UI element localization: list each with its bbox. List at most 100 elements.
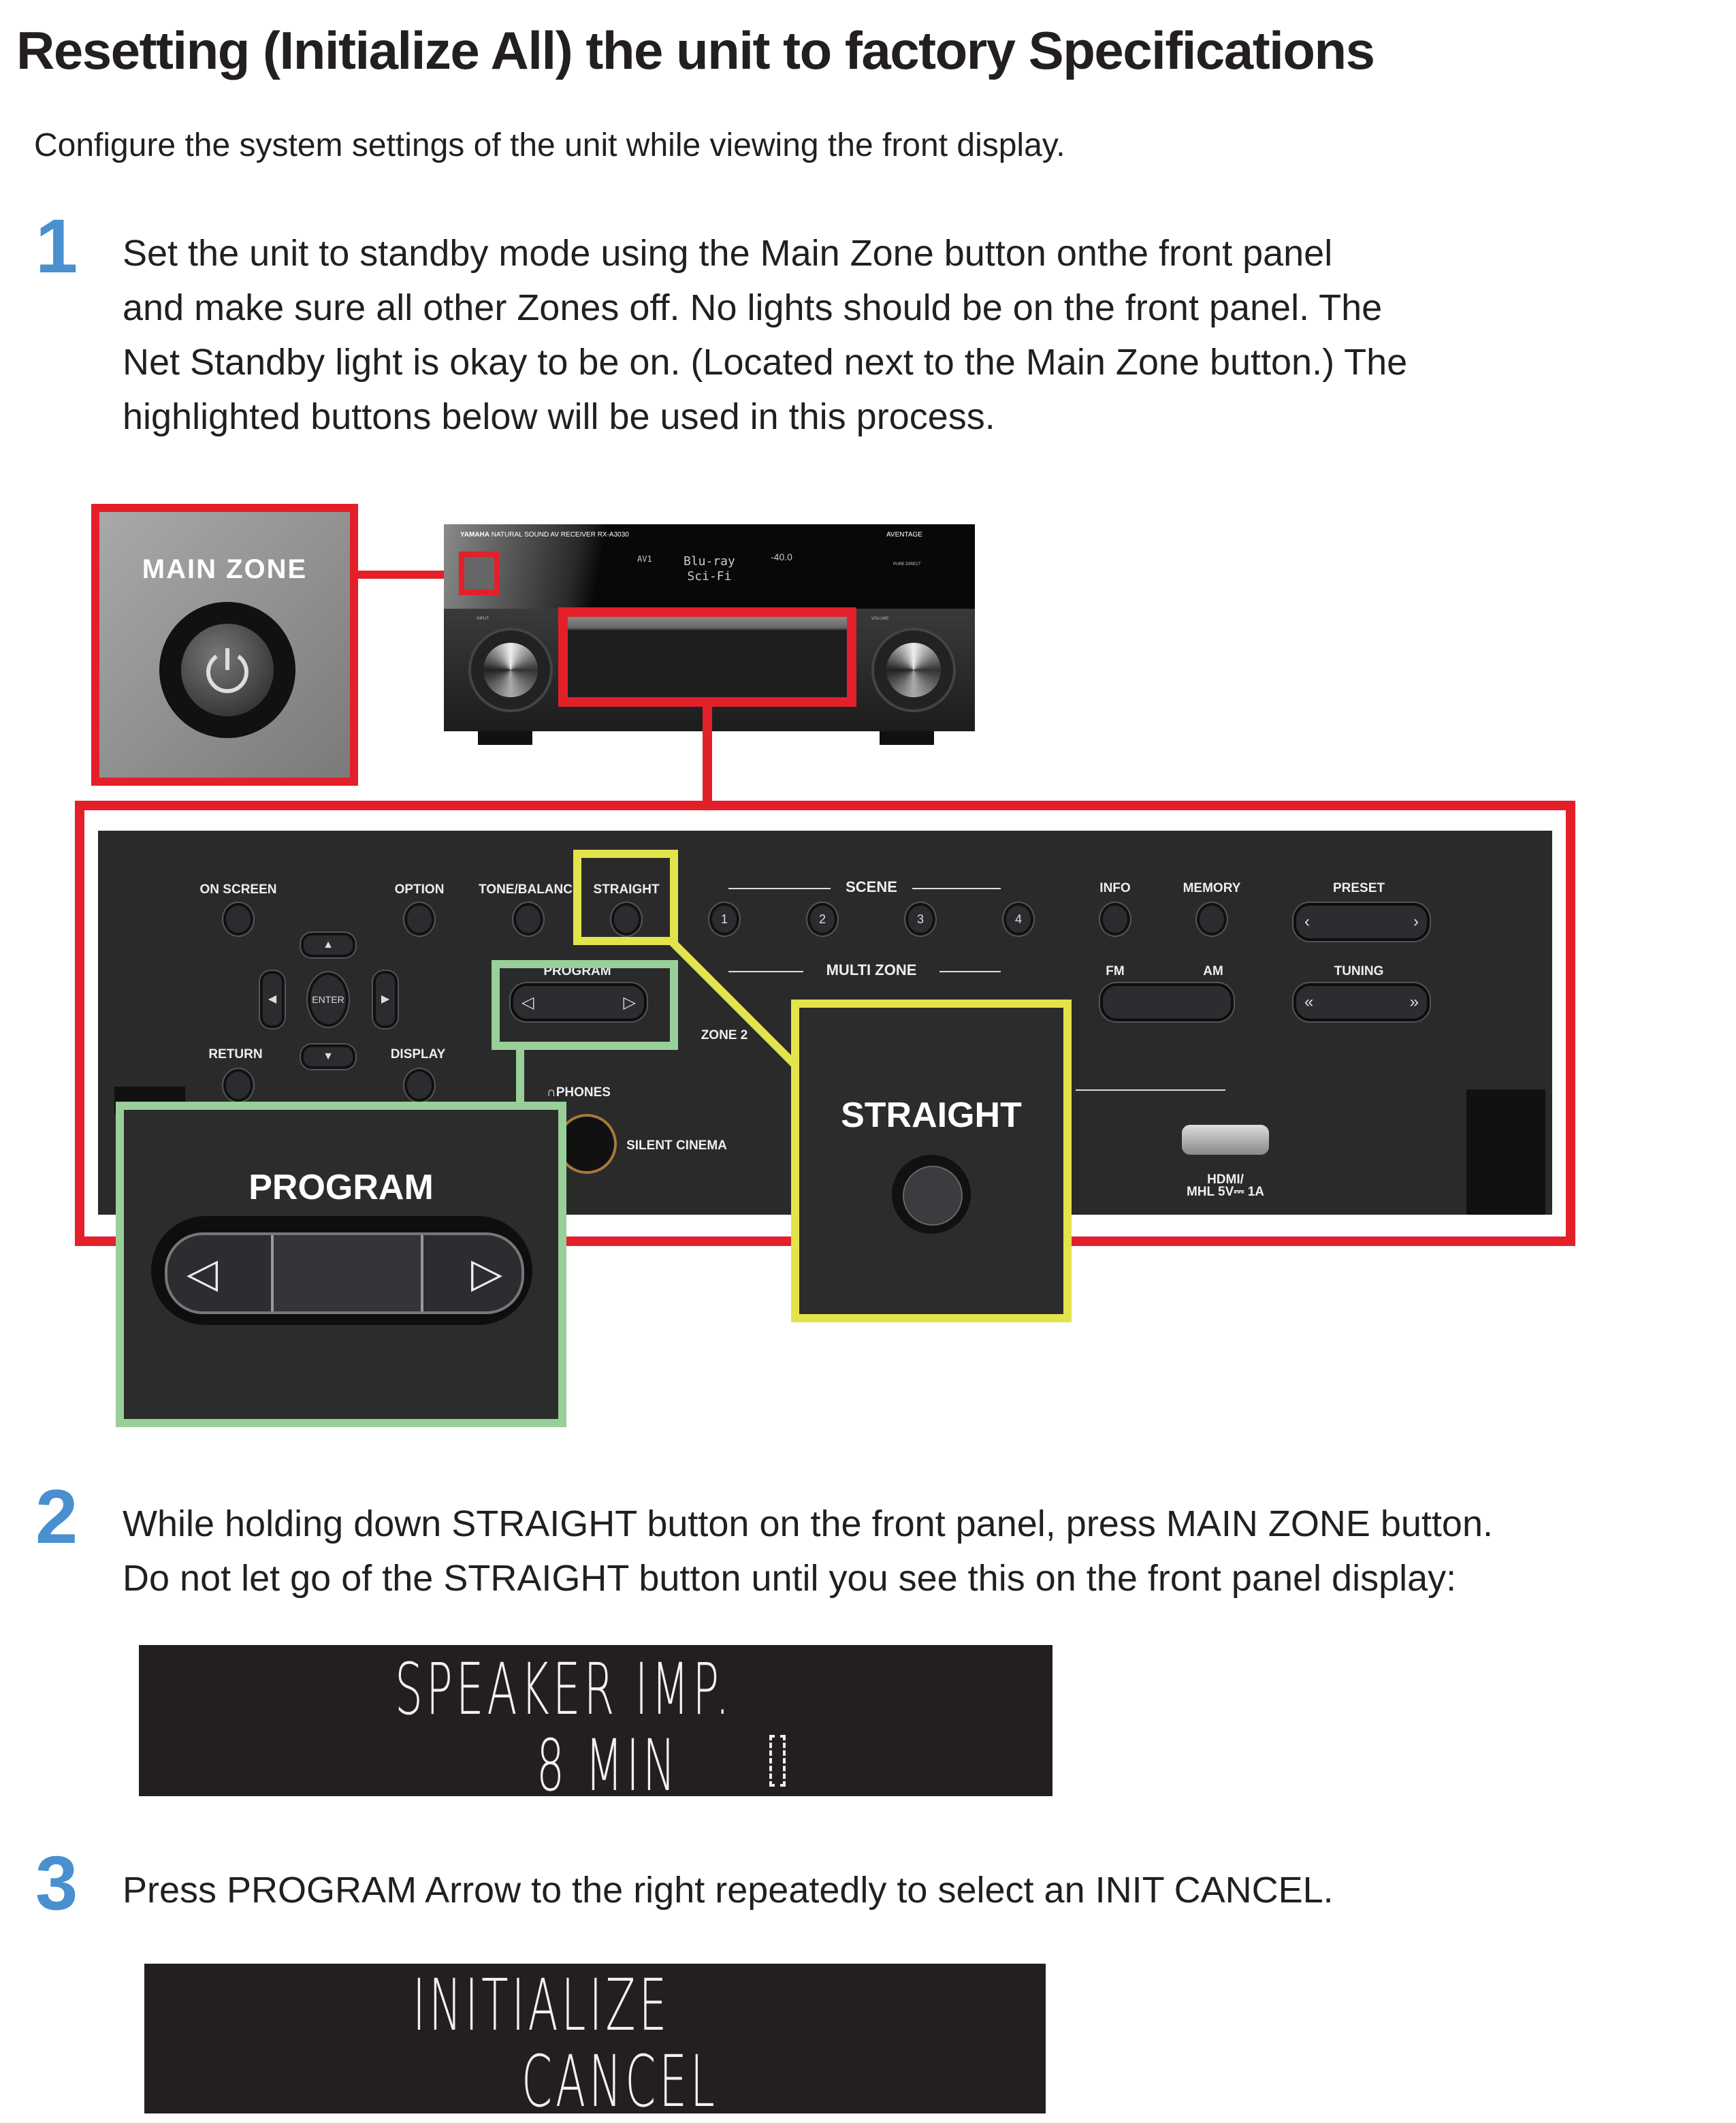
label-on-screen: ON SCREEN bbox=[199, 882, 277, 897]
scene-1-button[interactable]: 1 bbox=[709, 903, 739, 936]
page-title: Resetting (Initialize All) the unit to f… bbox=[16, 20, 1375, 80]
subtitle: Configure the system settings of the uni… bbox=[34, 127, 1065, 163]
series-logo: AVENTAGE bbox=[886, 531, 922, 539]
step-2-text: While holding down STRAIGHT button on th… bbox=[123, 1497, 1716, 1606]
program-rocker[interactable]: ◁▷ bbox=[511, 983, 647, 1021]
straight-button[interactable] bbox=[611, 903, 641, 936]
label-silent-cinema: SILENT CINEMA bbox=[626, 1138, 727, 1153]
chevron-left-icon: ‹ bbox=[1304, 912, 1310, 931]
label-display: DISPLAY bbox=[390, 1047, 446, 1062]
front-display-initialize: INITIALIZE CANCEL bbox=[144, 1964, 1046, 2123]
display-button[interactable] bbox=[404, 1069, 434, 1102]
receiver-foot bbox=[880, 731, 934, 745]
label-info: INFO bbox=[1099, 881, 1131, 895]
display-line-2: CANCEL bbox=[521, 2040, 718, 2123]
volume-knob[interactable] bbox=[871, 628, 956, 712]
fm-am-rocker[interactable] bbox=[1100, 983, 1234, 1021]
panel-edge bbox=[1466, 1089, 1545, 1215]
label-tuning: TUNING bbox=[1334, 964, 1384, 978]
receiver-top: YAMAHA NATURAL SOUND AV RECEIVER RX-A303… bbox=[444, 524, 975, 609]
model: NATURAL SOUND AV RECEIVER RX-A3030 bbox=[491, 531, 629, 539]
display-line-1: SPEAKER IMP. bbox=[395, 1648, 733, 1731]
display-line: Blu-ray bbox=[684, 554, 735, 569]
straight-connector bbox=[516, 939, 807, 1106]
scene-4-button[interactable]: 4 bbox=[1003, 903, 1033, 936]
front-display-speaker-imp: SPEAKER IMP. 8 MIN bbox=[139, 1645, 1052, 1807]
phones-text: PHONES bbox=[556, 1085, 611, 1100]
display-line: Sci-Fi bbox=[687, 569, 732, 584]
preset-rocker[interactable]: ‹› bbox=[1293, 903, 1430, 941]
straight-highlight bbox=[573, 850, 678, 945]
main-zone-highlight bbox=[459, 552, 500, 595]
connector-line bbox=[357, 571, 463, 579]
program-callout-rocker[interactable]: ◁▷ bbox=[151, 1216, 532, 1325]
volume-readout: -40.0 bbox=[771, 552, 792, 562]
text-line: and make sure all other Zones off. No li… bbox=[123, 287, 1383, 328]
scene-2-button[interactable]: 2 bbox=[807, 903, 837, 936]
hdmi-text: MHL 5V⎓ 1A bbox=[1186, 1185, 1265, 1199]
left-arrow-button[interactable]: ◀ bbox=[260, 971, 285, 1028]
label-scene: SCENE bbox=[846, 878, 897, 895]
option-button[interactable] bbox=[404, 903, 434, 936]
label-hdmi: HDMI/MHL 5V⎓ 1A bbox=[1186, 1172, 1265, 1199]
display-input: AV1 bbox=[637, 554, 652, 564]
on-screen-button[interactable] bbox=[223, 903, 253, 936]
divider bbox=[912, 888, 1001, 889]
receiver-foot bbox=[478, 731, 532, 745]
divider bbox=[939, 971, 1001, 972]
hdmi-text: HDMI/ bbox=[1207, 1172, 1244, 1187]
volume-label: VOLUME bbox=[871, 617, 889, 621]
main-zone-button[interactable] bbox=[159, 602, 295, 738]
down-arrow-button[interactable]: ▼ bbox=[301, 1044, 355, 1069]
input-label: INPUT bbox=[477, 617, 489, 621]
straight-callout: STRAIGHT bbox=[791, 1000, 1072, 1322]
scene-3-button[interactable]: 3 bbox=[905, 903, 935, 936]
straight-callout-label: STRAIGHT bbox=[841, 1096, 1022, 1135]
step-number-1: 1 bbox=[35, 204, 78, 289]
program-highlight bbox=[492, 960, 678, 1050]
text-line: Do not let go of the STRAIGHT button unt… bbox=[123, 1558, 1457, 1599]
text-line: highlighted buttons below will be used i… bbox=[123, 396, 995, 437]
brand: YAMAHA bbox=[460, 531, 489, 539]
main-zone-callout: MAIN ZONE bbox=[91, 504, 358, 786]
tuning-rocker[interactable]: «» bbox=[1293, 983, 1430, 1021]
hdmi-port[interactable] bbox=[1182, 1125, 1269, 1155]
divider bbox=[728, 888, 831, 889]
text-line: Net Standby light is okay to be on. (Loc… bbox=[123, 342, 1408, 383]
return-button[interactable] bbox=[223, 1069, 253, 1102]
label-zone-2: ZONE 2 bbox=[701, 1028, 748, 1042]
step-number-3: 3 bbox=[35, 1840, 78, 1926]
label-phones: ∩PHONES bbox=[547, 1085, 611, 1100]
info-button[interactable] bbox=[1100, 903, 1130, 936]
double-chevron-right-icon: » bbox=[1409, 993, 1419, 1011]
label-fm: FM bbox=[1106, 964, 1125, 978]
tone-balance-button[interactable] bbox=[513, 903, 543, 936]
label-am: AM bbox=[1203, 964, 1223, 978]
up-arrow-button[interactable]: ▲ bbox=[301, 933, 355, 957]
connector-line bbox=[703, 705, 712, 803]
memory-button[interactable] bbox=[1197, 903, 1227, 936]
phones-jack[interactable] bbox=[557, 1114, 617, 1174]
left-arrow-icon: ◁ bbox=[187, 1250, 219, 1296]
text-line: While holding down STRAIGHT button on th… bbox=[123, 1503, 1493, 1544]
right-arrow-button[interactable]: ▶ bbox=[373, 971, 398, 1028]
main-zone-label: MAIN ZONE bbox=[142, 554, 308, 584]
program-right-icon: ▷ bbox=[623, 993, 636, 1012]
pure-direct-label: PURE DIRECT bbox=[893, 562, 921, 566]
label-multi-zone: MULTI ZONE bbox=[826, 961, 917, 978]
chevron-right-icon: › bbox=[1413, 912, 1419, 931]
divider bbox=[1076, 1089, 1225, 1091]
step-3-text: Press PROGRAM Arrow to the right repeate… bbox=[123, 1863, 1716, 1917]
input-knob[interactable] bbox=[468, 628, 553, 712]
double-chevron-left-icon: « bbox=[1304, 993, 1314, 1011]
enter-button[interactable]: ENTER bbox=[308, 972, 349, 1027]
divider bbox=[728, 971, 803, 972]
label-memory: MEMORY bbox=[1183, 881, 1241, 895]
label-option: OPTION bbox=[394, 882, 445, 897]
headphones-icon: ∩ bbox=[547, 1085, 556, 1100]
label-straight: STRAIGHT bbox=[593, 882, 660, 897]
label-tone-balance: TONE/BALANC bbox=[479, 882, 573, 897]
straight-callout-button[interactable] bbox=[892, 1155, 971, 1234]
receiver-brand: YAMAHA NATURAL SOUND AV RECEIVER RX-A303… bbox=[460, 531, 629, 539]
